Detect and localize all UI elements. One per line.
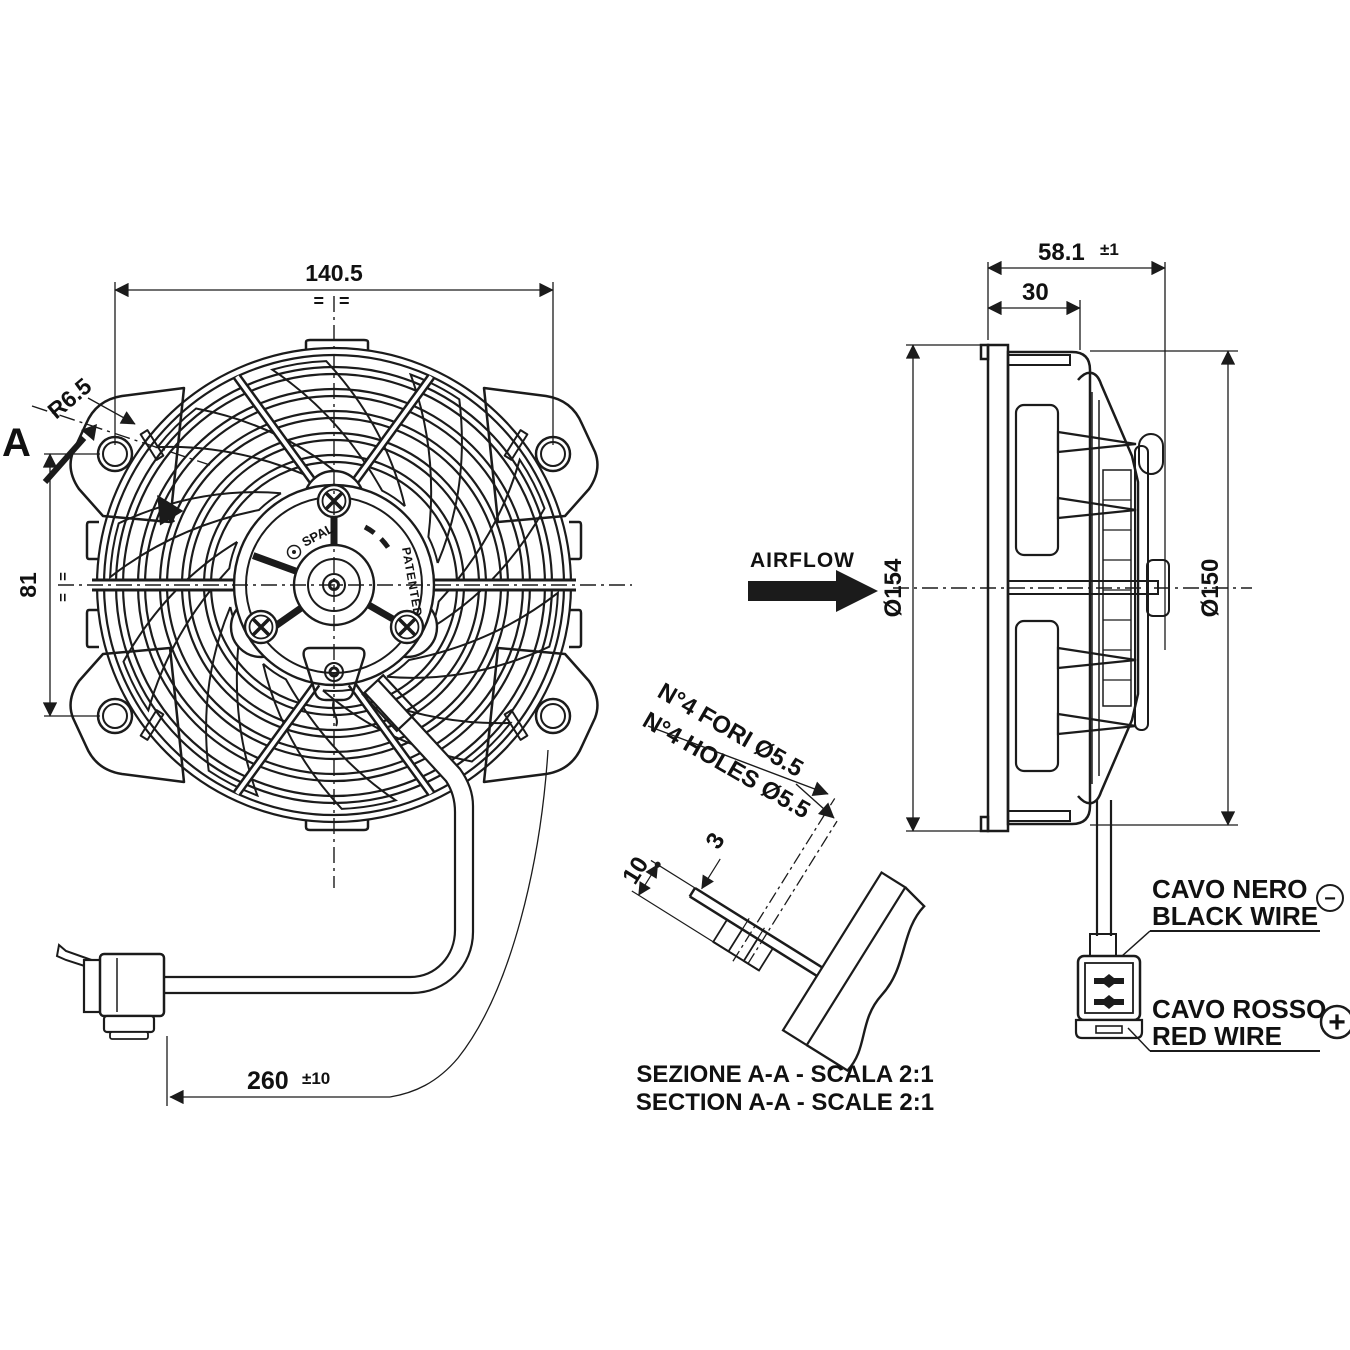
wire-labels: CAVO NERO BLACK WIRE − CAVO ROSSO RED WI… bbox=[1121, 874, 1350, 1052]
airflow-arrow-shaft bbox=[748, 581, 836, 601]
mounting-holes bbox=[96, 435, 572, 735]
svg-text:+: + bbox=[1328, 1006, 1346, 1039]
rotation-direction-arrow bbox=[156, 494, 184, 526]
dim-dia-outer-value: Ø154 bbox=[880, 558, 907, 617]
section-detail: N°4 FORI Ø5.5 N°4 HOLES Ø5.5 bbox=[617, 678, 934, 1116]
airflow-label: AIRFLOW bbox=[750, 549, 855, 572]
dim-thickness-value: 3 bbox=[701, 828, 731, 854]
dim-depth2: 30 bbox=[987, 279, 1081, 350]
fan-blade bbox=[408, 372, 463, 564]
airflow-indicator: AIRFLOW bbox=[748, 549, 878, 612]
dim-wire-length-value: 260 bbox=[247, 1067, 289, 1095]
dim-depth: 58.1 ±1 bbox=[987, 239, 1166, 650]
section-caption-en: SECTION A-A - SCALE 2:1 bbox=[636, 1089, 934, 1116]
dim-width-marks: = = bbox=[313, 291, 354, 311]
dim-width-value: 140.5 bbox=[305, 260, 363, 286]
positive-polarity-icon: + bbox=[1319, 1004, 1350, 1040]
side-connector bbox=[1074, 954, 1144, 1040]
side-view: 58.1 ±1 30 Ø154 Ø150 bbox=[880, 239, 1252, 1040]
side-blades bbox=[1014, 403, 1137, 773]
wire-conduit bbox=[162, 673, 475, 995]
fan-blade bbox=[269, 360, 406, 507]
side-wires bbox=[1089, 800, 1117, 957]
dim-wire-length: 260 ±10 bbox=[166, 749, 549, 1106]
black-wire-label-it: CAVO NERO bbox=[1152, 874, 1308, 904]
dim-dia-inner: Ø150 bbox=[1090, 350, 1238, 826]
dim-boss-value: 10 bbox=[617, 852, 654, 889]
dim-height: 81 = = bbox=[15, 453, 100, 717]
dim-depth-value: 58.1 bbox=[1038, 239, 1085, 266]
conduit-clamp bbox=[361, 673, 419, 733]
dim-dia-inner-value: Ø150 bbox=[1197, 559, 1224, 618]
hub-screws bbox=[243, 483, 425, 645]
negative-polarity-icon: − bbox=[1316, 884, 1344, 912]
dim-dia-outer: Ø154 bbox=[880, 344, 986, 832]
front-connector bbox=[55, 943, 166, 1040]
airflow-arrow-head bbox=[836, 570, 878, 612]
fan-blade bbox=[386, 590, 559, 679]
section-a-label: A bbox=[2, 421, 31, 465]
side-shroud bbox=[1006, 350, 1092, 826]
front-view: SPAL PATENTED 140.5 = = 81 = = bbox=[2, 260, 632, 1106]
dim-wire-length-tol: ±10 bbox=[302, 1069, 330, 1088]
dim-height-value: 81 bbox=[15, 572, 41, 598]
black-wire-label-en: BLACK WIRE bbox=[1152, 901, 1318, 931]
dim-height-marks: = = bbox=[55, 568, 72, 602]
front-centerlines bbox=[31, 296, 632, 888]
section-a-marker: A bbox=[2, 421, 97, 484]
spal-logo-dot-icon bbox=[292, 550, 296, 554]
svg-text:−: − bbox=[1324, 888, 1336, 910]
dim-depth-tol: ±1 bbox=[1100, 240, 1119, 259]
dim-depth2-value: 30 bbox=[1022, 279, 1049, 306]
fan-blade bbox=[109, 491, 282, 580]
dim-width: 140.5 = = bbox=[114, 260, 554, 445]
red-wire-label-it: CAVO ROSSO bbox=[1152, 994, 1326, 1024]
red-wire-label-en: RED WIRE bbox=[1152, 1021, 1282, 1051]
section-caption-it: SEZIONE A-A - SCALA 2:1 bbox=[636, 1061, 933, 1088]
spal-logo-icon bbox=[286, 544, 302, 560]
fan-blade bbox=[262, 663, 399, 810]
shroud-edge-bumps bbox=[85, 338, 583, 832]
